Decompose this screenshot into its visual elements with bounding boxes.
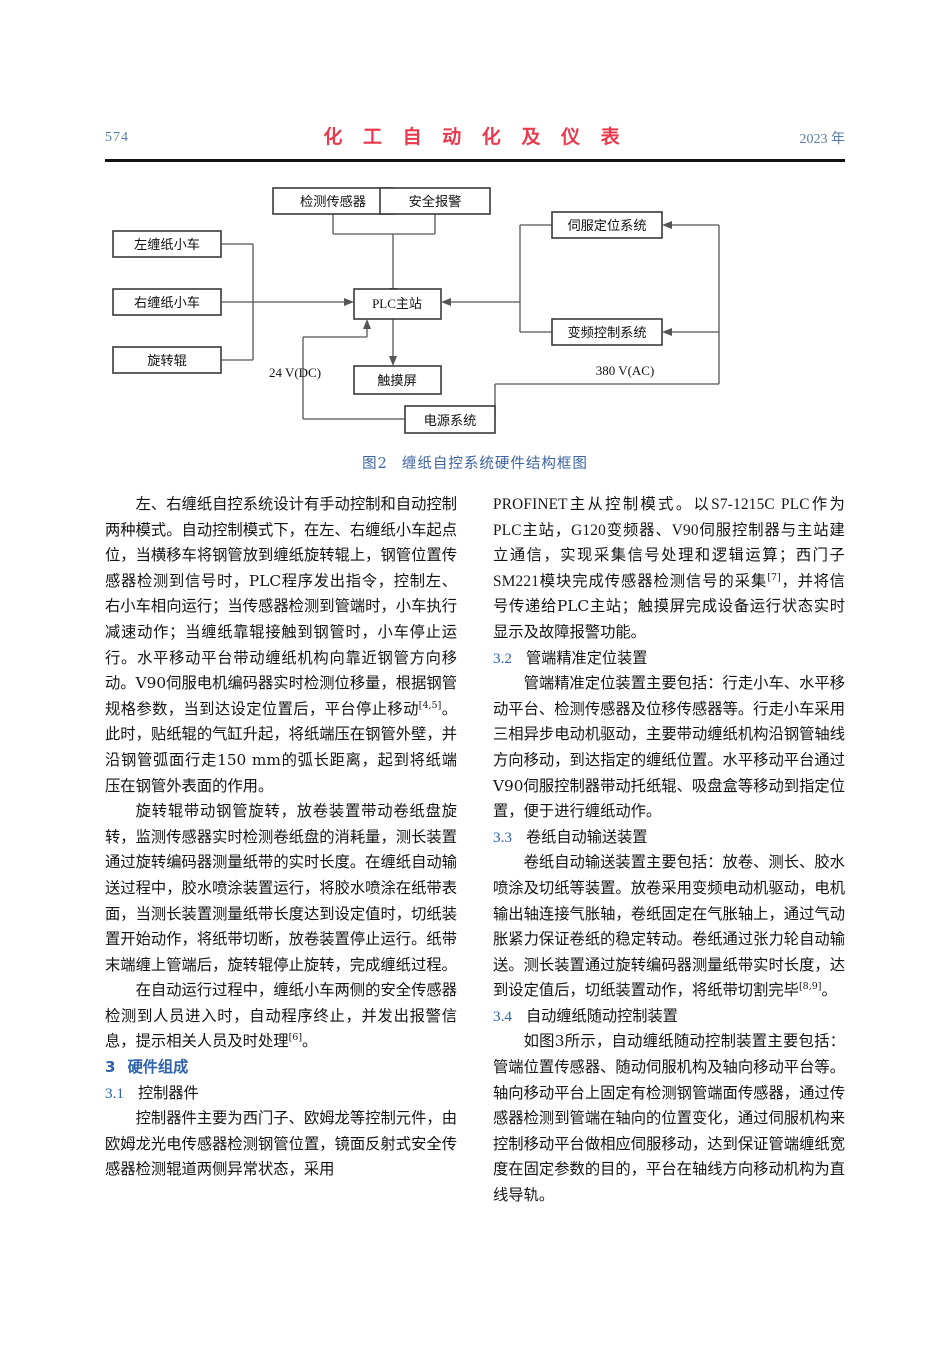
figure-caption: 图2 缠纸自控系统硬件结构框图 [105, 452, 845, 473]
section-heading-3-1: 3.1 控制器件 [105, 1081, 457, 1107]
node-touch-screen: 触摸屏 [353, 365, 442, 395]
section-heading-3-number: 3 [105, 1058, 116, 1077]
figure-2: 检测传感器 安全报警 左缠纸小车 右缠纸小车 旋转辊 PLC主站 [105, 172, 845, 487]
section-heading-3-4-number: 3.4 [493, 1007, 512, 1025]
label-380v-ac: 380 V(AC) [596, 363, 655, 378]
paragraph-left-3: 在自动运行过程中，缠纸小车两侧的安全传感器检测到人员进入时，自动程序终止，并发出… [105, 978, 457, 1055]
node-left-cart-label: 左缠纸小车 [134, 236, 200, 253]
node-detect-sensor: 检测传感器 [272, 187, 394, 215]
node-detect-sensor-label: 检测传感器 [300, 193, 366, 210]
arrow-head-right-plc [344, 298, 354, 306]
section-heading-3-1-text: 控制器件 [137, 1083, 199, 1102]
paragraph-right-3-tail: 。 [821, 981, 837, 1000]
paragraph-left-4: 控制器件主要为西门子、欧姆龙等控制元件，由欧姆龙光电传感器检测钢管位置，镜面反射… [105, 1109, 457, 1179]
paragraph-left-1-text: 左、右缠纸自控系统设计有手动控制和自动控制两种模式。自动控制模式下，在左、右缠纸… [105, 495, 457, 718]
node-power-system: 电源系统 [404, 405, 496, 434]
arrow-head-up-plc [363, 319, 371, 329]
section-heading-3: 3 硬件组成 [105, 1055, 457, 1081]
section-heading-3-1-number: 3.1 [105, 1084, 124, 1102]
node-left-cart: 左缠纸小车 [112, 230, 222, 258]
section-heading-3-4: 3.4 自动缠纸随动控制装置 [493, 1004, 845, 1030]
header-divider [105, 159, 845, 162]
reference-marker-89: [8,9] [798, 981, 822, 993]
section-heading-3-2-number: 3.2 [493, 649, 512, 667]
node-vfd-control-label: 变频控制系统 [567, 325, 646, 341]
node-servo-positioning-label: 伺服定位系统 [567, 218, 646, 234]
node-touch-screen-label: 触摸屏 [377, 373, 417, 389]
section-heading-3-3-text: 卷纸自动输送装置 [525, 827, 648, 846]
paragraph-left-3-tail: 。 [302, 1032, 318, 1051]
arrow-head-vfd-in [662, 328, 672, 336]
figure-caption-text: 缠纸自控系统硬件结构框图 [401, 456, 588, 472]
paragraph-right-1-text: PROFINET主从控制模式。以S7-1215C PLC作为PLC主站，G120… [493, 496, 845, 590]
journal-title: 化 工 自 动 化 及 仪 表 [323, 126, 627, 148]
reference-marker-7: [7] [767, 571, 781, 583]
page-number: 574 [105, 130, 129, 145]
paragraph-left-3-text: 在自动运行过程中，缠纸小车两侧的安全传感器检测到人员进入时，自动程序终止，并发出… [105, 981, 457, 1051]
paragraph-left-2: 旋转辊带动钢管旋转，放卷装置带动卷纸盘旋转，监测传感器实时检测卷纸盘的消耗量，测… [105, 802, 457, 974]
paragraph-left-1: 左、右缠纸自控系统设计有手动控制和自动控制两种模式。自动控制模式下，在左、右缠纸… [105, 492, 457, 799]
node-servo-positioning: 伺服定位系统 [551, 211, 663, 239]
arrow-head-servo-in [662, 221, 672, 229]
node-safety-alarm: 安全报警 [379, 187, 491, 215]
section-heading-3-3-number: 3.3 [493, 828, 512, 846]
paragraph-right-1: PROFINET主从控制模式。以S7-1215C PLC作为PLC主站，G120… [493, 492, 845, 646]
paragraph-right-3-text: 卷纸自动输送装置主要包括：放卷、测长、胶水喷涂及切纸等装置。放卷采用变频电动机驱… [493, 853, 845, 1000]
node-vfd-control: 变频控制系统 [551, 318, 663, 346]
running-header: 574 化 工 自 动 化 及 仪 表 2023 年 [105, 122, 845, 162]
node-right-cart-label: 右缠纸小车 [134, 294, 200, 311]
paragraph-right-4: 如图3所示，自动缠纸随动控制装置主要包括：管端位置传感器、随动伺服机构及轴向移动… [493, 1032, 845, 1205]
paragraph-left-1-tail: 。此时，贴纸辊的气缸升起，将纸端压在钢管外壁，并沿钢管弧面行走150 mm的弧长… [105, 699, 457, 795]
body-column-left: 左、右缠纸自控系统设计有手动控制和自动控制两种模式。自动控制模式下，在左、右缠纸… [105, 492, 457, 1183]
section-heading-3-2-text: 管端精准定位装置 [525, 648, 648, 667]
node-rotating-roller-label: 旋转辊 [147, 353, 187, 369]
node-plc-master: PLC主站 [353, 288, 442, 320]
label-24v-dc: 24 V(DC) [269, 365, 321, 380]
figure-caption-number: 图2 [362, 456, 388, 472]
arrow-head-down-hmi [389, 356, 397, 366]
node-safety-alarm-label: 安全报警 [409, 193, 462, 210]
reference-marker-45: [4,5] [418, 699, 442, 711]
body-column-right: PROFINET主从控制模式。以S7-1215C PLC作为PLC主站，G120… [493, 492, 845, 1209]
section-heading-3-text: 硬件组成 [127, 1058, 189, 1077]
section-heading-3-3: 3.3 卷纸自动输送装置 [493, 825, 845, 851]
paragraph-right-2: 管端精准定位装置主要包括：行走小车、水平移动平台、检测传感器及位移传感器等。行走… [493, 674, 845, 821]
node-right-cart: 右缠纸小车 [112, 288, 222, 316]
hardware-structure-diagram: 检测传感器 安全报警 左缠纸小车 右缠纸小车 旋转辊 PLC主站 [112, 187, 720, 434]
node-plc-master-label: PLC主站 [372, 296, 422, 311]
paragraph-right-1-tail: ，并将信号传递给PLC主站；触摸屏完成设备运行状态实时显示及故障报警功能。 [493, 571, 845, 641]
reference-marker-6: [6] [288, 1032, 303, 1044]
node-rotating-roller: 旋转辊 [112, 346, 222, 374]
section-heading-3-4-text: 自动缠纸随动控制装置 [525, 1006, 678, 1025]
section-heading-3-2: 3.2 管端精准定位装置 [493, 646, 845, 672]
paragraph-right-3: 卷纸自动输送装置主要包括：放卷、测长、胶水喷涂及切纸等装置。放卷采用变频电动机驱… [493, 850, 845, 1004]
publication-year: 2023 年 [799, 132, 846, 147]
arrow-head-left-plc [441, 298, 451, 306]
node-power-system-label: 电源系统 [424, 413, 477, 429]
